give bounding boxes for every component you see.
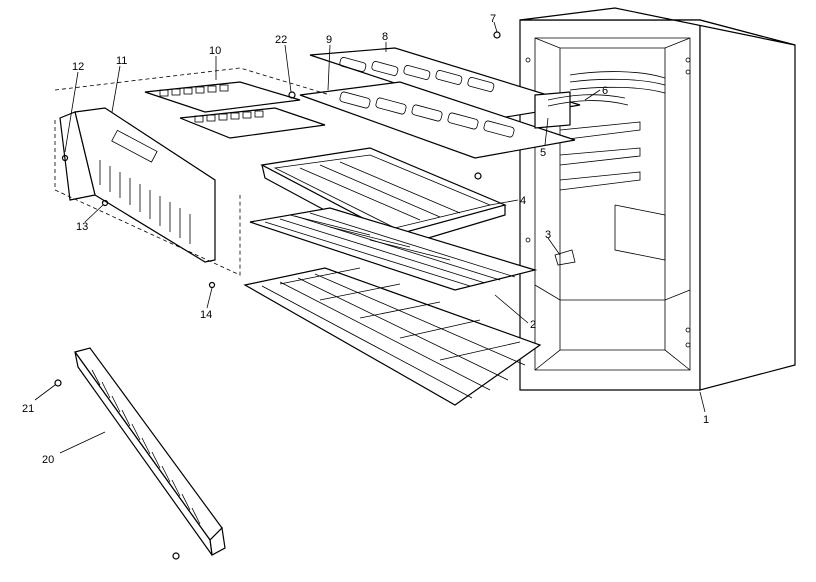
callout-21: 21 — [22, 403, 34, 415]
callout-20: 20 — [42, 454, 54, 466]
callout-2: 2 — [530, 319, 536, 331]
callout-5: 5 — [540, 147, 546, 159]
callout-3: 3 — [545, 229, 551, 241]
callout-7: 7 — [490, 13, 496, 25]
callout-10: 10 — [209, 45, 221, 57]
callout-14: 14 — [200, 309, 212, 321]
front-control-panel — [54, 107, 241, 276]
callout-9: 9 — [326, 34, 332, 46]
callout-12: 12 — [72, 61, 84, 73]
callout-8: 8 — [382, 31, 388, 43]
callout-22: 22 — [275, 34, 287, 46]
callout-1: 1 — [703, 414, 709, 426]
cabinet-body — [519, 7, 796, 391]
wire-shelves — [243, 207, 542, 406]
callout-11: 11 — [116, 55, 127, 67]
callout-4: 4 — [520, 195, 526, 207]
hardware-screws — [54, 31, 576, 560]
leader-lines — [34, 21, 706, 454]
callout-6: 6 — [602, 85, 608, 97]
freezer-top-plate — [299, 47, 629, 159]
drip-tray — [260, 147, 507, 249]
callout-13: 13 — [76, 221, 88, 233]
ice-trays — [54, 67, 331, 139]
toe-grille — [74, 347, 226, 556]
callouts: 1 2 3 4 5 6 7 8 9 10 11 12 13 14 20 21 2… — [22, 13, 709, 466]
